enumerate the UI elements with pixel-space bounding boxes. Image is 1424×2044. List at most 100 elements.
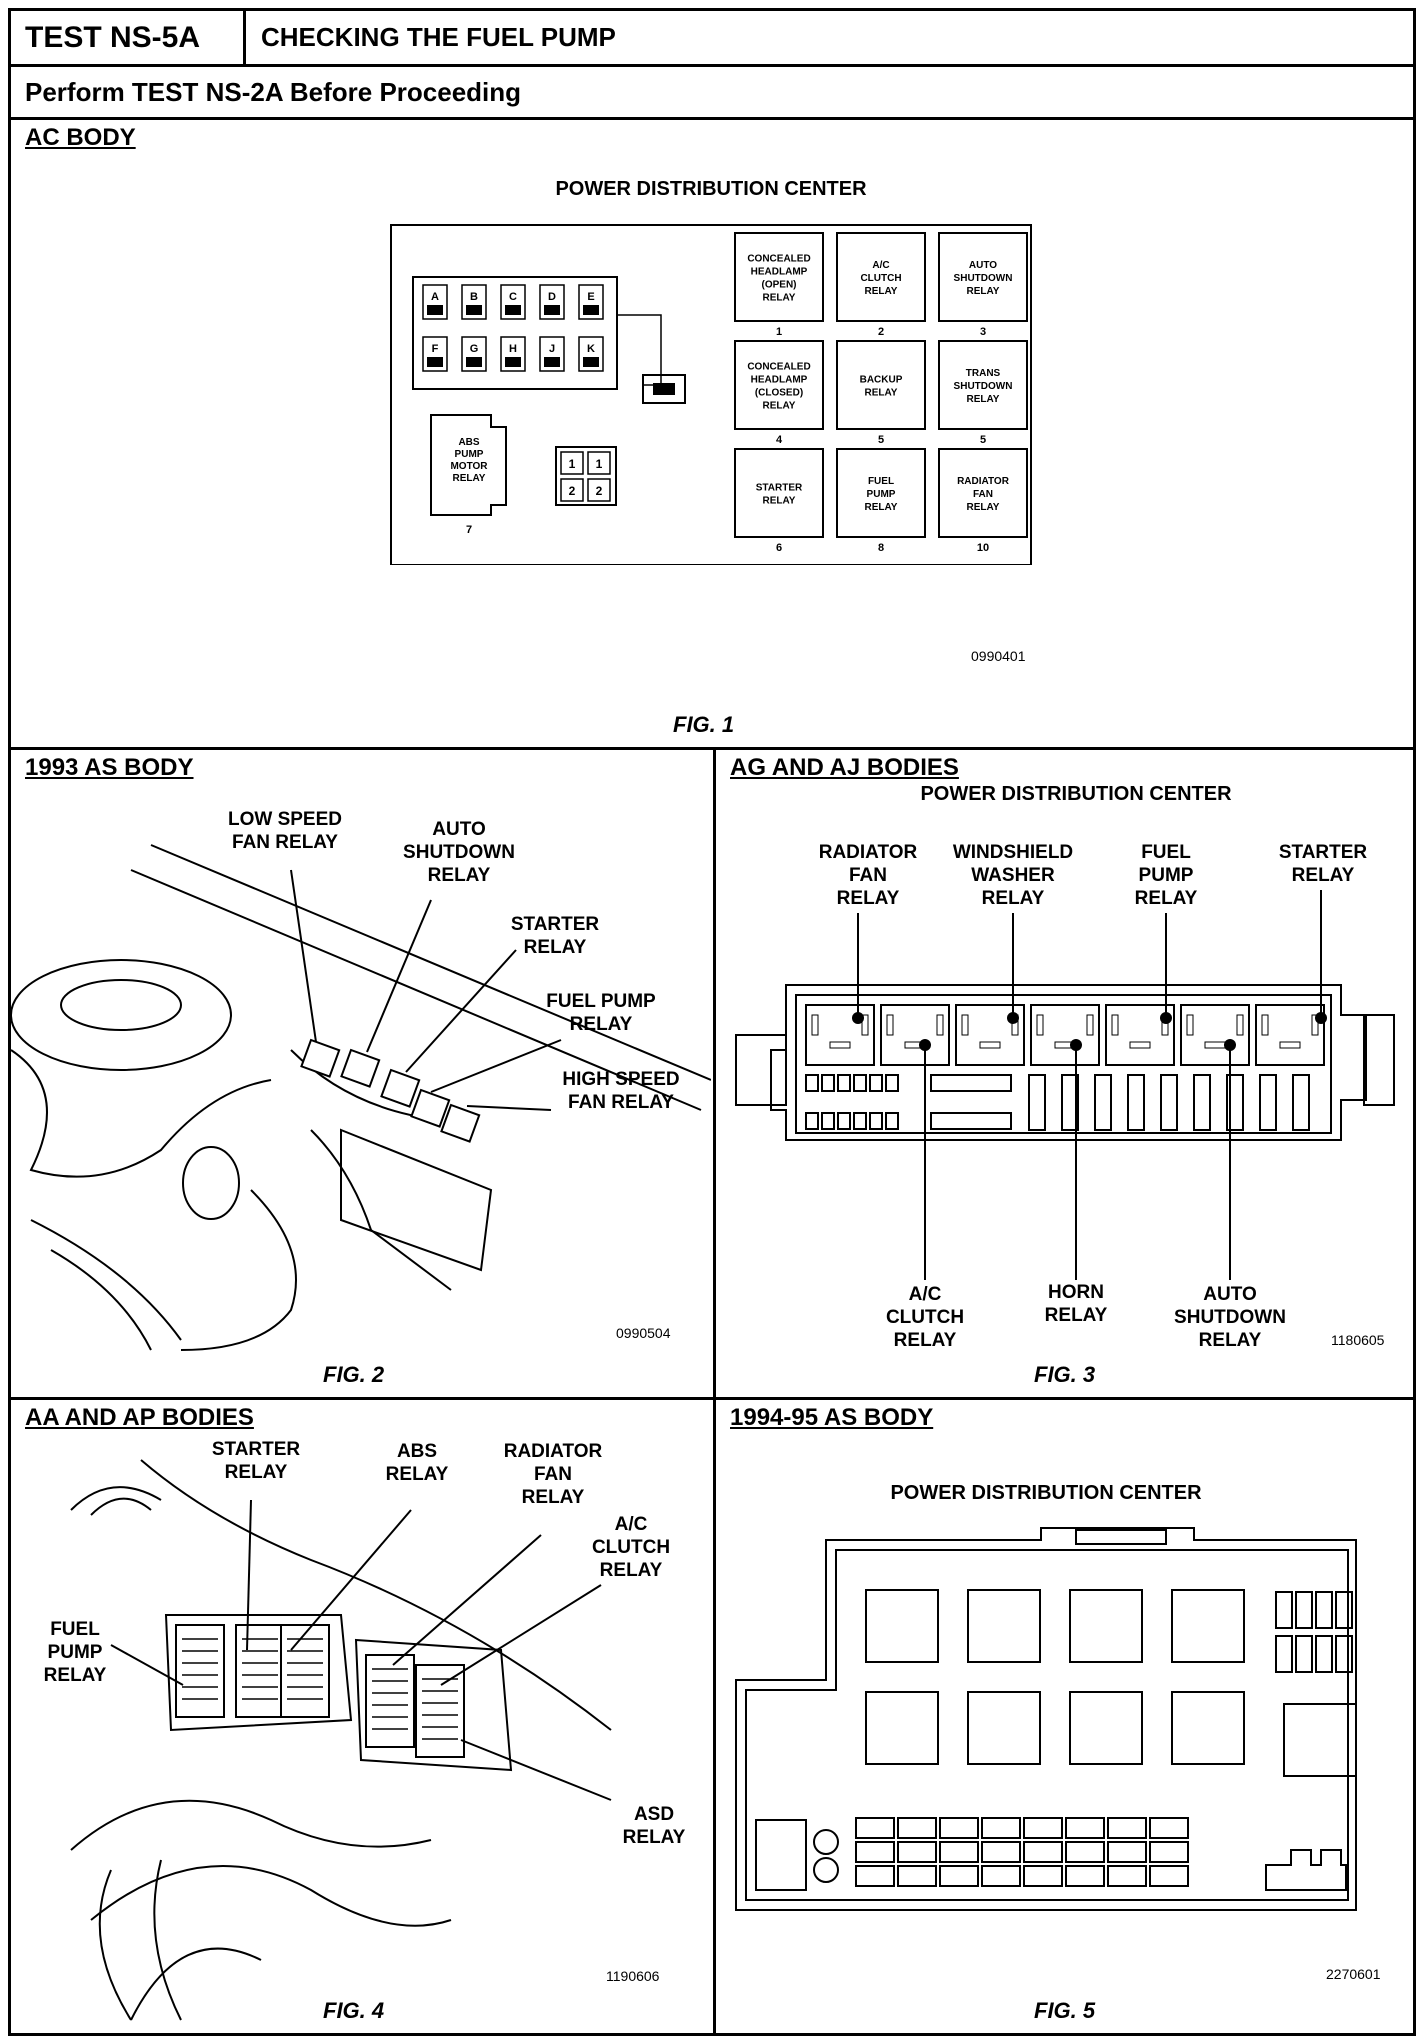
fig4-callout-text: FUEL <box>50 1619 100 1640</box>
fuse-link-wire <box>617 314 662 386</box>
fuse-terminal <box>583 357 599 367</box>
relay-slot-5 <box>865 1691 939 1765</box>
fig4-section-title: AA AND AP BODIES <box>25 1404 254 1431</box>
fuse-letter: A <box>431 291 439 303</box>
relay-label: RELAY <box>865 388 898 399</box>
strut-top <box>60 979 182 1031</box>
fuse-cavity <box>539 284 565 320</box>
relay-box <box>836 232 926 322</box>
fuse-cell <box>1023 1865 1063 1887</box>
fuse-cell <box>1023 1817 1063 1839</box>
fig1-section-title: AC BODY <box>25 124 136 151</box>
mini-fuse <box>1275 1591 1293 1629</box>
prerequisite-note: Perform TEST NS-2A Before Proceeding <box>11 67 1413 120</box>
fuse-cell <box>939 1841 979 1863</box>
fuse-terminal <box>544 357 560 367</box>
fuse-letter: C <box>509 291 517 303</box>
relay-label: PUMP <box>867 489 896 500</box>
fig3-leader-dot <box>1007 1012 1019 1024</box>
terminal-slot <box>886 1014 894 1036</box>
connector-bundle <box>98 1859 182 2021</box>
relay-label: RELAY <box>763 496 796 507</box>
small-cell <box>587 451 611 475</box>
fig4-leader <box>392 1534 542 1666</box>
relay-socket <box>880 1004 950 1066</box>
fig3-top-callout-text: WASHER <box>971 865 1055 886</box>
relay-label: SHUTDOWN <box>954 381 1013 392</box>
terminal-slot <box>829 1041 851 1049</box>
terminal-slot <box>1086 1014 1094 1036</box>
relay-label: TRANS <box>966 368 1001 379</box>
wire-harness <box>180 1129 452 1351</box>
relay-slot-1 <box>865 1589 939 1663</box>
fig4-callout-text: RELAY <box>600 1560 663 1581</box>
abs-relay-label: PUMP <box>455 449 484 460</box>
pdc-outline <box>390 224 1032 565</box>
starter-relay-slot <box>1283 1703 1357 1777</box>
fuse-letter: B <box>470 291 478 303</box>
test-title: CHECKING THE FUEL PUMP <box>261 22 616 52</box>
cartridge-fuse <box>1061 1074 1079 1131</box>
fig3-top-callout-text: STARTER <box>1279 842 1368 863</box>
mini-fuse <box>837 1074 851 1092</box>
fig4-callout-text: FAN <box>534 1464 572 1485</box>
fig2-callout-text: AUTO <box>432 819 485 840</box>
terminal-slot <box>1111 1014 1119 1036</box>
mini-fuse <box>853 1074 867 1092</box>
intake-pipe <box>182 1146 240 1220</box>
fuse-cavity <box>578 284 604 320</box>
fig4-label: FIG. 4 <box>323 1998 385 2023</box>
terminal-slot <box>1261 1014 1269 1036</box>
relay-number: 2 <box>878 326 884 338</box>
fig3-diagram-title: POWER DISTRIBUTION CENTER <box>920 783 1232 805</box>
fig3-top-callout-text: FUEL <box>1141 842 1191 863</box>
fuse-terminal <box>427 305 443 315</box>
fuse-letter: K <box>587 343 595 355</box>
fig1-code: 0990401 <box>971 648 1026 664</box>
fig3-bottom-callout-text: A/C <box>909 1284 942 1305</box>
fig3-section-title: AG AND AJ BODIES <box>730 754 959 781</box>
relay-label: RELAY <box>865 502 898 513</box>
jump-post-block <box>755 1819 807 1891</box>
mini-fuse <box>1315 1635 1333 1673</box>
fig3-top-callout-text: RELAY <box>837 888 900 909</box>
fig2-section-title: 1993 AS BODY <box>25 754 194 781</box>
fig4-callout-text: PUMP <box>48 1642 103 1663</box>
cartridge-fuse <box>1160 1074 1178 1131</box>
fig3-label: FIG. 3 <box>1034 1362 1096 1387</box>
terminal-slot <box>1311 1014 1319 1036</box>
relay-4 <box>410 1088 451 1128</box>
relay-block-4 <box>365 1654 415 1748</box>
relay-number: 4 <box>776 434 783 446</box>
fuse-cell <box>855 1817 895 1839</box>
relay-label: STARTER <box>756 483 803 494</box>
relay-slot-6 <box>967 1691 1041 1765</box>
fig2-callout-text: FAN RELAY <box>568 1092 674 1113</box>
relay-label: AUTO <box>969 260 997 271</box>
mini-fuse <box>1335 1635 1353 1673</box>
fuse-cell <box>897 1817 937 1839</box>
fuse-cavity <box>422 284 448 320</box>
cartridge-fuse <box>1259 1074 1277 1131</box>
small-cell <box>587 478 611 502</box>
wire-harness <box>70 1799 452 2021</box>
fuse-letter: F <box>432 343 439 355</box>
mini-fuse <box>821 1112 835 1130</box>
pdc-housing <box>770 984 1367 1141</box>
aux-terminal <box>653 383 675 395</box>
relay-socket <box>805 1004 875 1066</box>
fuse-cell <box>1149 1841 1189 1863</box>
mini-fuse <box>885 1112 899 1130</box>
jump-post <box>813 1829 839 1855</box>
relay-label: CONCEALED <box>747 362 810 373</box>
relay-number: 1 <box>776 326 782 338</box>
relay-box <box>734 232 824 322</box>
fig4-illustration: STARTERRELAYABSRELAYRADIATORFANRELAYA/CC… <box>44 1439 686 2021</box>
fig4-callout-text: RELAY <box>225 1462 288 1483</box>
fuse-letter: E <box>587 291 594 303</box>
abs-relay-body <box>430 414 507 516</box>
terminal-slot <box>1036 1014 1044 1036</box>
